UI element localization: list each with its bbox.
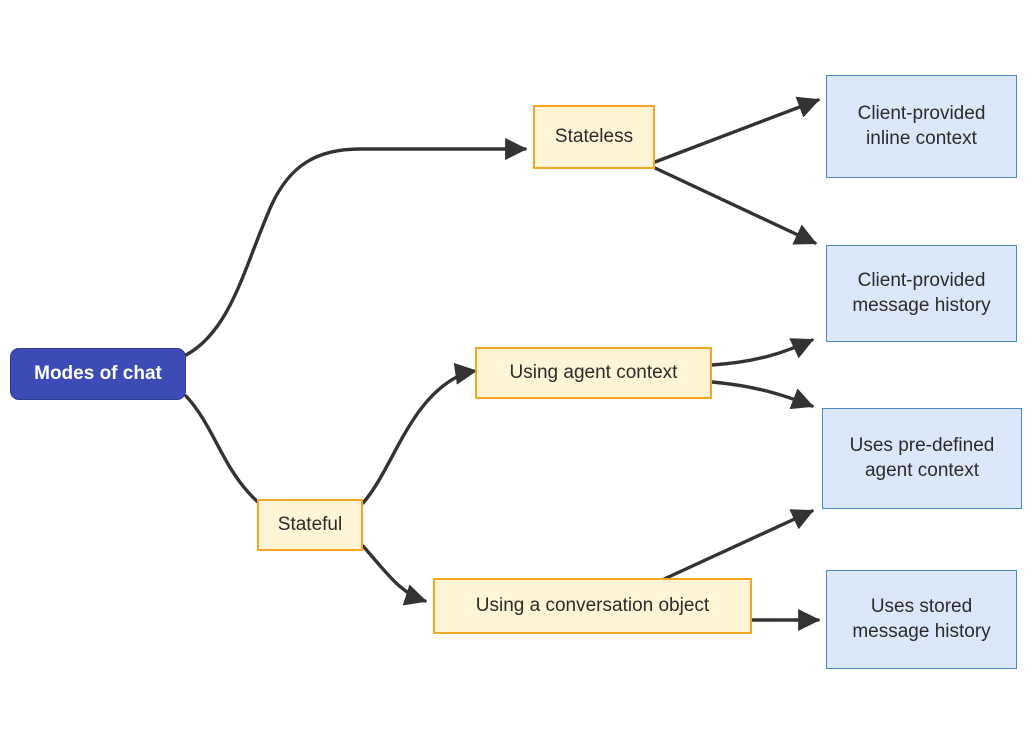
node-uses-stored-message-history[interactable]: Uses stored message history <box>826 570 1017 669</box>
node-label: Using agent context <box>509 361 678 383</box>
edge-root-to-stateless <box>184 137 528 357</box>
edge-convobj-to-predefined <box>660 509 815 582</box>
node-label: Client-provided inline context <box>857 103 986 149</box>
node-stateless[interactable]: Stateless <box>533 105 655 169</box>
node-using-a-conversation-object[interactable]: Using a conversation object <box>433 578 752 634</box>
edge-stateful-to-agentctx <box>361 362 478 505</box>
edge-stateless-to-inline <box>653 96 821 164</box>
node-label: Modes of chat <box>34 362 162 384</box>
node-label: Stateful <box>277 513 343 535</box>
node-client-provided-message-history[interactable]: Client-provided message history <box>826 245 1017 342</box>
node-label: Using a conversation object <box>475 594 710 616</box>
edge-agentctx-to-msghistory <box>710 338 815 367</box>
node-uses-pre-defined-agent-context[interactable]: Uses pre-defined agent context <box>822 408 1022 509</box>
edge-stateless-to-msghistory <box>653 166 818 245</box>
node-client-provided-inline-context[interactable]: Client-provided inline context <box>826 75 1017 178</box>
node-label: Stateless <box>554 125 634 147</box>
node-label: Client-provided message history <box>852 270 991 316</box>
node-label: Uses stored message history <box>852 596 991 642</box>
node-stateful[interactable]: Stateful <box>257 499 363 551</box>
node-modes-of-chat[interactable]: Modes of chat <box>10 348 186 400</box>
edge-agentctx-to-predefined <box>710 380 815 410</box>
node-label: Uses pre-defined agent context <box>849 435 995 481</box>
node-using-agent-context[interactable]: Using agent context <box>475 347 712 399</box>
edge-stateful-to-convobj <box>361 544 428 606</box>
